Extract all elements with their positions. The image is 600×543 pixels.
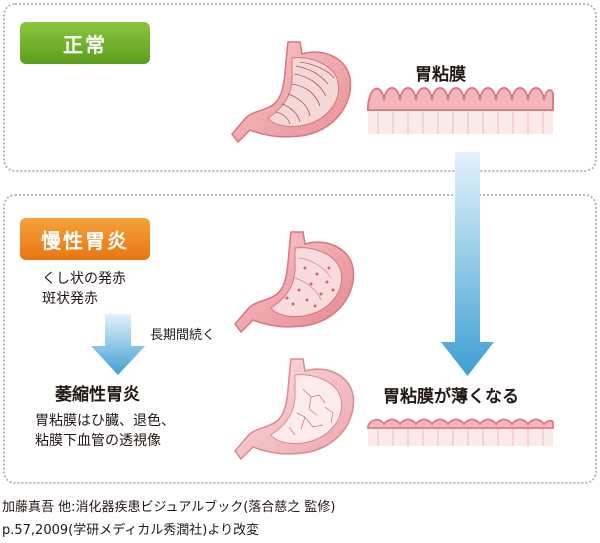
atrophic-stomach-illustration — [234, 358, 355, 461]
normal-stomach-illustration — [231, 41, 352, 144]
normal-section-panel — [3, 3, 597, 172]
chronic-gastritis-section-panel — [3, 194, 597, 484]
inflamed-stomach-illustration — [234, 231, 355, 334]
atrophic-description-line2: 粘膜下血管の透視像 — [35, 433, 161, 449]
mucosa-thinning-arrow — [441, 152, 494, 376]
chronic-gastritis-badge: 慢性胃炎 — [20, 218, 150, 260]
patchy-redness-label: 斑状発赤 — [42, 291, 98, 307]
progression-arrow — [91, 314, 145, 375]
normal-mucosa-strip — [367, 87, 554, 134]
normal-badge: 正常 — [20, 22, 150, 64]
thin-mucosa-strip — [367, 418, 554, 446]
atrophic-description-line1: 胃粘膜はひ臓、退色、 — [35, 413, 175, 429]
gastric-mucosa-label: 胃粘膜 — [415, 65, 466, 85]
comb-redness-label: くし状の発赤 — [42, 271, 126, 287]
atrophic-gastritis-title: 萎縮性胃炎 — [55, 385, 140, 405]
citation-line2: p.57,2009(学研メディカル秀潤社)より改変 — [2, 523, 260, 538]
citation-line1: 加藤真吾 他:消化器疾患ビジュアルブック(落合慈之 監修) — [2, 500, 336, 515]
long-term-label: 長期間続く — [150, 328, 216, 343]
mucosa-thinning-label: 胃粘膜が薄くなる — [383, 387, 519, 407]
